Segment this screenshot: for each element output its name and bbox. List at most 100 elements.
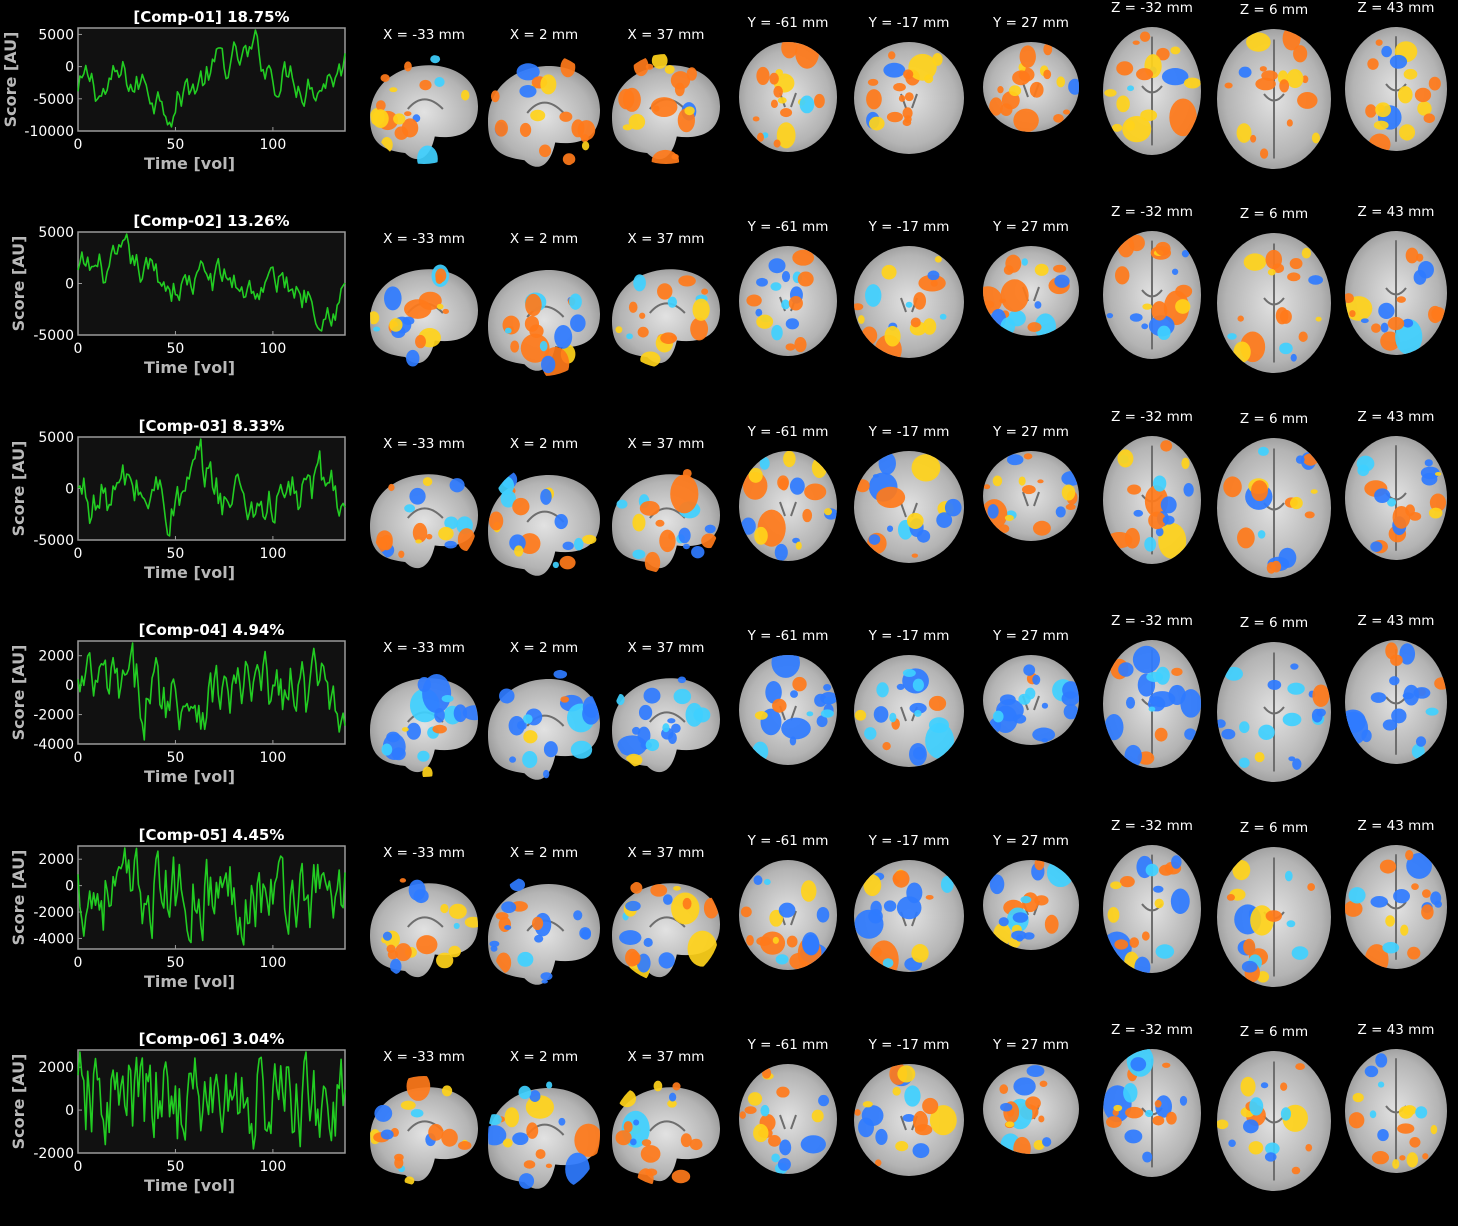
- slice-coordinate-label: Y = -17 mm: [868, 832, 950, 849]
- component-title: [Comp-06] 3.04%: [138, 1030, 285, 1048]
- brain-slice: [854, 246, 964, 359]
- brain-slice: [488, 1081, 600, 1189]
- brain-slice: [983, 859, 1079, 950]
- slice-coordinate-label: X = 2 mm: [509, 435, 579, 452]
- slice-coordinate-label: Y = -61 mm: [747, 628, 829, 645]
- slice-coordinate-label: Y = -61 mm: [747, 219, 829, 236]
- brain-slice: [983, 1064, 1079, 1154]
- y-tick-label: 2000: [38, 1060, 74, 1076]
- x-tick-label: 50: [167, 955, 185, 971]
- timecourse-trace: [77, 438, 346, 537]
- y-axis-label: Score [AU]: [9, 645, 28, 741]
- slice-coordinate-label: Z = -32 mm: [1111, 1022, 1193, 1038]
- slice-coordinate-label: Z = 43 mm: [1357, 204, 1435, 221]
- slice-coordinate-label: Z = 6 mm: [1239, 1024, 1309, 1040]
- x-axis-label: Time [vol]: [144, 358, 235, 377]
- brain-slice: [854, 450, 964, 563]
- slice-coordinate-label: Y = 27 mm: [993, 628, 1069, 645]
- brain-slice: [854, 42, 964, 154]
- component-title: [Comp-03] 8.33%: [138, 416, 285, 435]
- x-tick-label: 50: [167, 546, 185, 562]
- brain-slice: [983, 450, 1079, 541]
- slice-coordinate-label: X = 2 mm: [509, 1049, 579, 1065]
- slice-coordinate-label: X = 37 mm: [627, 435, 705, 452]
- slice-coordinate-label: Y = 27 mm: [993, 1037, 1069, 1053]
- brain-slice: [1217, 1051, 1331, 1191]
- y-tick-label: -2000: [33, 708, 74, 724]
- y-tick-label: 0: [65, 678, 74, 694]
- x-axis-label: Time [vol]: [144, 972, 235, 991]
- slice-coordinate-label: Z = 6 mm: [1239, 410, 1309, 427]
- brain-slice: [488, 270, 600, 377]
- y-tick-label: 0: [65, 878, 74, 894]
- x-tick-label: 50: [167, 750, 185, 766]
- y-tick-label: 0: [65, 277, 74, 293]
- x-tick-label: 100: [260, 1159, 287, 1175]
- brain-slice: [983, 246, 1079, 337]
- plot-area: [77, 27, 346, 132]
- slice-coordinate-label: X = -33 mm: [383, 844, 465, 861]
- brain-slice: [488, 57, 600, 167]
- brain-slice: [739, 42, 837, 152]
- slice-coordinate-label: X = -33 mm: [383, 1049, 465, 1065]
- y-tick-label: -5000: [33, 328, 74, 344]
- x-axis-label: Time [vol]: [144, 563, 235, 582]
- brain-slice: [1217, 642, 1331, 783]
- brain-slice: [1103, 435, 1201, 564]
- x-tick-label: 0: [74, 341, 83, 357]
- slice-coordinate-label: Y = -17 mm: [868, 1037, 950, 1053]
- slice-coordinate-label: X = -33 mm: [383, 435, 465, 452]
- timecourse-trace: [77, 1051, 346, 1150]
- y-axis-label: Score [AU]: [1, 32, 20, 128]
- slice-coordinate-label: Z = -32 mm: [1111, 0, 1193, 16]
- slice-coordinate-label: X = 37 mm: [627, 1049, 705, 1065]
- brain-slice: [1217, 846, 1331, 987]
- x-tick-label: 50: [167, 1159, 185, 1175]
- brain-slice: [1103, 1049, 1201, 1177]
- y-tick-label: 0: [65, 60, 74, 76]
- brain-slice: [1345, 231, 1447, 356]
- y-tick-label: 5000: [38, 225, 74, 241]
- brain-slice: [370, 264, 478, 367]
- brain-slice: [1345, 844, 1447, 969]
- slice-coordinate-label: X = 2 mm: [509, 231, 579, 248]
- brain-slice: [1345, 1049, 1447, 1173]
- brain-slice: [1103, 231, 1201, 360]
- brain-slice: [739, 1064, 837, 1174]
- slice-coordinate-label: X = 2 mm: [509, 27, 579, 43]
- brain-slice: [488, 470, 600, 576]
- y-tick-label: -4000: [33, 931, 74, 947]
- brain-slice: [370, 55, 478, 164]
- slice-coordinate-label: Y = -61 mm: [747, 15, 829, 31]
- brain-slice: [488, 878, 600, 985]
- slice-coordinate-label: Y = -17 mm: [868, 219, 950, 236]
- timecourse-trace: [77, 846, 346, 946]
- y-axis-label: Score [AU]: [9, 1054, 28, 1150]
- x-tick-label: 0: [74, 546, 83, 562]
- slice-coordinate-label: Z = -32 mm: [1111, 204, 1193, 221]
- timecourse-trace: [77, 642, 346, 741]
- brain-slice: [1103, 640, 1201, 769]
- x-tick-label: 0: [74, 137, 83, 153]
- slice-coordinate-label: X = 37 mm: [627, 844, 705, 861]
- y-tick-label: -5000: [33, 533, 74, 549]
- slice-coordinate-label: Y = 27 mm: [993, 832, 1069, 849]
- slice-coordinate-label: Z = 6 mm: [1239, 206, 1309, 223]
- timecourse-trace: [77, 29, 346, 128]
- y-tick-label: 2000: [38, 649, 74, 665]
- brain-slice: [370, 473, 478, 568]
- brain-slice: [1345, 435, 1447, 560]
- y-tick-label: -2000: [33, 905, 74, 921]
- brain-slice: [370, 877, 478, 977]
- slice-coordinate-label: Z = 6 mm: [1239, 615, 1309, 632]
- brain-slice: [1103, 844, 1201, 973]
- slice-coordinate-label: Z = -32 mm: [1111, 613, 1193, 630]
- y-tick-label: -10000: [24, 124, 74, 140]
